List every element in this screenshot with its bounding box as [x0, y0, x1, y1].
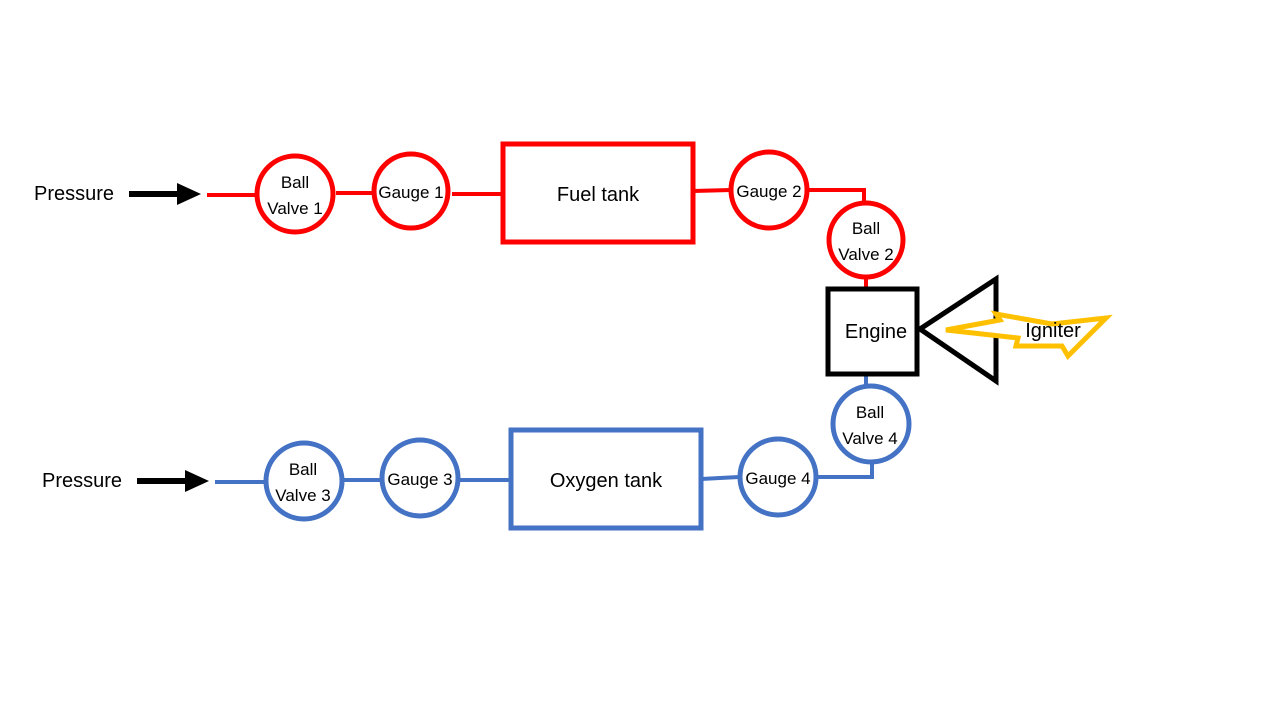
fuel-tank-label: Fuel tank: [557, 184, 640, 206]
oxygen-tank[interactable]: [508, 427, 704, 531]
gauge-3-label: Gauge 3: [387, 470, 452, 489]
fuel-pipe-gauge2-valve2: [809, 188, 866, 202]
ball-valve-2-label-line2: Valve 2: [838, 245, 893, 264]
engine-label: Engine: [845, 321, 907, 343]
ball-valve-4[interactable]: [830, 383, 912, 465]
oxygen-pipe-gauge4-valve4: [817, 460, 874, 479]
ball-valve-1[interactable]: [254, 153, 336, 235]
ball-valve-3[interactable]: [263, 440, 345, 522]
oxygen-tank-label: Oxygen tank: [550, 470, 663, 492]
gauge-4-label: Gauge 4: [745, 469, 810, 488]
ball-valve-1-label-line1: Ball: [281, 173, 309, 192]
ball-valve-4-label-line1: Ball: [856, 403, 884, 422]
engine-block[interactable]: [825, 286, 920, 377]
fuel-pipe-tank-gauge2: [692, 188, 732, 193]
gauge-1[interactable]: [371, 151, 451, 231]
gauge-2-label: Gauge 2: [736, 182, 801, 201]
oxygen-pressure-arrow-icon: [137, 470, 209, 492]
gauge-4[interactable]: [737, 436, 819, 518]
fuel-pressure-label: Pressure: [34, 183, 114, 205]
engine-assembly: Engine: [825, 274, 999, 386]
ball-valve-2[interactable]: [826, 200, 906, 280]
oxygen-pipe-tank-gauge4: [700, 475, 740, 481]
gauge-2[interactable]: [728, 149, 810, 231]
oxygen-line: Ball Valve 3 Gauge 3 Oxygen tank Gauge 4…: [215, 374, 912, 531]
ball-valve-4-label-line2: Valve 4: [842, 429, 897, 448]
igniter-lightning-icon: [945, 310, 1113, 361]
igniter-label: Igniter: [1025, 320, 1081, 342]
gauge-3[interactable]: [379, 437, 461, 519]
fuel-pressure-arrow-icon: [129, 183, 201, 205]
gauge-1-label: Gauge 1: [378, 183, 443, 202]
oxygen-pressure-label: Pressure: [42, 470, 122, 492]
igniter[interactable]: Igniter: [945, 310, 1113, 361]
fuel-line: Ball Valve 1 Gauge 1 Fuel tank Gauge 2 B…: [207, 141, 906, 290]
ball-valve-2-label-line1: Ball: [852, 219, 880, 238]
ball-valve-3-label-line2: Valve 3: [275, 486, 330, 505]
fuel-tank[interactable]: [500, 141, 696, 245]
ball-valve-1-label-line2: Valve 1: [267, 199, 322, 218]
ball-valve-3-label-line1: Ball: [289, 460, 317, 479]
